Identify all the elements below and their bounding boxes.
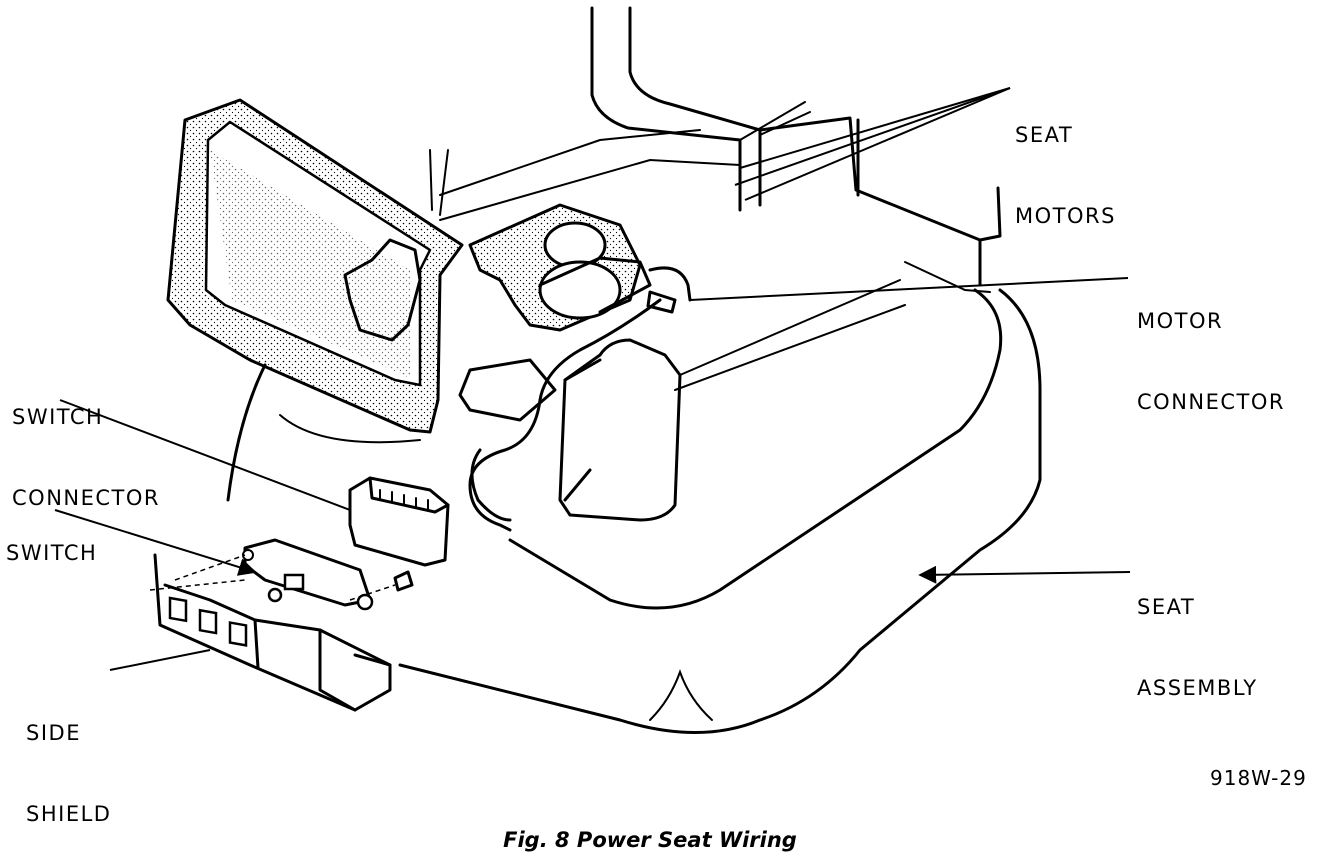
leader-lines	[54, 87, 1131, 671]
wiring-harness	[458, 290, 677, 532]
label-side-shield: SIDE SHIELD	[26, 666, 111, 855]
label-switch-connector: SWITCH CONNECTOR	[12, 350, 160, 539]
side-shield	[149, 553, 392, 712]
label-seat-motors-line1: SEAT	[1015, 123, 1074, 147]
figure-reference: 918W-29	[1210, 766, 1307, 790]
control-module	[558, 279, 906, 522]
seat-side-panel	[166, 98, 464, 434]
seat-cushion	[226, 261, 1042, 734]
label-seat-motors: SEAT MOTORS	[1015, 68, 1116, 257]
label-seat-assembly-line1: SEAT	[1137, 595, 1196, 619]
label-seat-assembly: SEAT ASSEMBLY	[1137, 540, 1258, 729]
label-switch: SWITCH	[6, 486, 97, 594]
seat-back-frame	[429, 6, 1002, 287]
figure-caption: Fig. 8 Power Seat Wiring	[503, 828, 797, 852]
label-side-shield-line1: SIDE	[26, 721, 81, 745]
switch-body	[174, 538, 414, 611]
label-switch-line1: SWITCH	[6, 541, 98, 565]
label-seat-assembly-line2: ASSEMBLY	[1137, 676, 1258, 700]
switch-connector	[348, 476, 450, 567]
label-switch-connector-line1: SWITCH	[12, 405, 104, 429]
label-motor-connector-line2: CONNECTOR	[1137, 390, 1285, 414]
label-side-shield-line2: SHIELD	[26, 802, 112, 826]
label-motor-connector-line1: MOTOR	[1137, 309, 1224, 333]
label-switch-connector-line2: CONNECTOR	[12, 486, 160, 510]
label-seat-motors-line2: MOTORS	[1015, 204, 1116, 228]
seat-motors	[468, 203, 692, 332]
label-motor-connector: MOTOR CONNECTOR	[1137, 254, 1285, 443]
